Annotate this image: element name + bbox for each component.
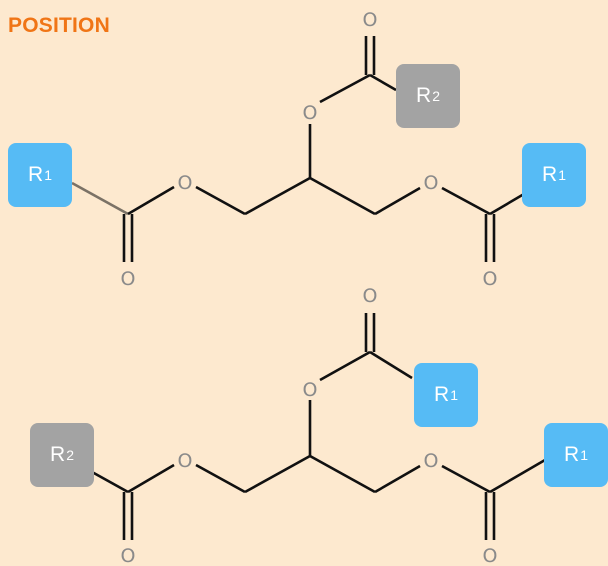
oxygen-atom: O: [178, 450, 193, 472]
oxygen-atom: O: [178, 172, 193, 194]
r-group-letter: R: [28, 163, 44, 186]
bond: [369, 350, 413, 380]
oxygen-atom: O: [363, 285, 378, 307]
r-group-letter: R: [50, 443, 66, 466]
bond: [91, 470, 129, 494]
bond: [309, 454, 376, 494]
bond: [127, 463, 175, 494]
oxygen-atom: O: [363, 9, 378, 31]
r-group-subscript: 2: [432, 88, 440, 104]
bond: [71, 181, 129, 216]
oxygen-atom: O: [424, 450, 439, 472]
oxygen-atom: O: [424, 172, 439, 194]
oxygen-atom: O: [303, 379, 318, 401]
bond: [374, 186, 421, 216]
oxygen-atom: O: [121, 268, 136, 290]
diagram-title: POSITION: [8, 14, 110, 37]
molecule-top: O O O O O O: [71, 9, 525, 290]
oxygen-atom: O: [483, 268, 498, 290]
r-group-letter: R: [542, 163, 558, 186]
bond: [319, 73, 371, 104]
bond: [441, 464, 491, 494]
r-group-subscript: 1: [580, 447, 588, 463]
oxygen-atom: O: [483, 545, 498, 566]
r-group-subscript: 2: [66, 447, 74, 463]
bond: [369, 73, 397, 92]
molecule-bottom: O O O O O O: [91, 285, 546, 566]
r-group-letter: R: [416, 84, 432, 107]
bond: [319, 350, 371, 382]
bond: [309, 176, 376, 216]
bond: [374, 464, 421, 494]
oxygen-atom: O: [303, 102, 318, 124]
bond: [489, 192, 525, 216]
bond: [244, 454, 311, 494]
r-group-subscript: 1: [558, 167, 566, 183]
oxygen-atom: O: [121, 545, 136, 566]
bond: [441, 186, 491, 216]
bond: [489, 458, 546, 494]
bond: [244, 176, 311, 216]
r-group-subscript: 1: [450, 387, 458, 403]
r-group-subscript: 1: [44, 167, 52, 183]
bond: [195, 463, 246, 494]
r-group-letter: R: [564, 443, 580, 466]
bond: [195, 185, 246, 216]
bond: [127, 185, 175, 216]
r-group-letter: R: [434, 383, 450, 406]
